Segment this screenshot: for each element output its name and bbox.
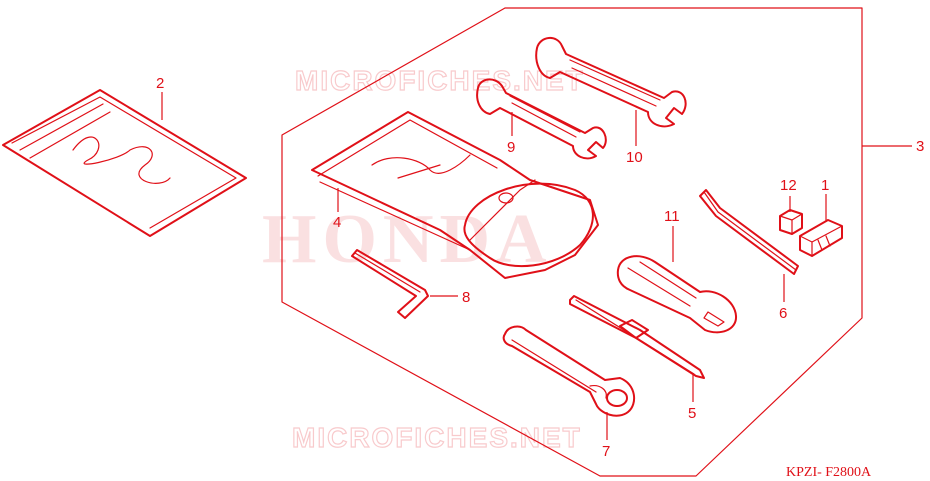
- callout-9: 9: [507, 139, 515, 156]
- tool-kit-boundary: [281, 7, 863, 477]
- callout-6: 6: [779, 305, 787, 322]
- fuse: [779, 209, 803, 235]
- diagram-code: KPZI- F2800A: [786, 465, 872, 480]
- callout-11: 11: [664, 208, 680, 225]
- manual-bag: [2, 89, 247, 237]
- callout-5: 5: [688, 405, 696, 422]
- callout-3: 3: [916, 138, 924, 155]
- callout-8: 8: [462, 289, 470, 306]
- honda-watermark: HONDA: [262, 201, 553, 278]
- hex-key: [351, 249, 429, 319]
- callout-12: 12: [780, 177, 797, 194]
- spark-plug-wrench: [502, 325, 636, 417]
- screwdriver-handle: [616, 255, 738, 334]
- tool-pouch: [311, 111, 599, 279]
- callout-10: 10: [626, 149, 643, 166]
- screwdriver-shaft: [569, 295, 705, 379]
- bent-rod: [699, 189, 799, 275]
- callout-1: 1: [821, 177, 829, 194]
- site-watermark-top: MICROFICHES.NET: [295, 65, 585, 96]
- callout-4: 4: [333, 214, 341, 231]
- callout-2: 2: [156, 75, 164, 92]
- wrench-small: [476, 78, 607, 160]
- wrench-large: [535, 37, 687, 128]
- callout-7: 7: [602, 443, 610, 460]
- fuse-puller: [799, 219, 843, 257]
- site-watermark-bottom: MICROFICHES.NET: [292, 422, 582, 453]
